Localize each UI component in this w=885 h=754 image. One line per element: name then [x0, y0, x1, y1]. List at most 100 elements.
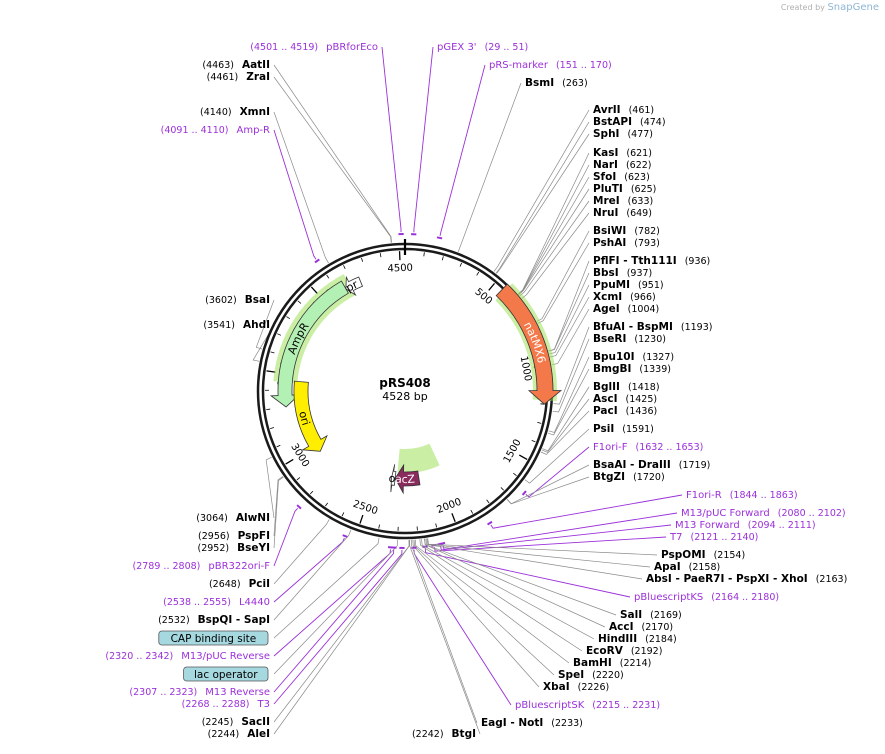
major-tick: [285, 458, 294, 465]
site-enzyme-apai[interactable]: ApaI(2158): [654, 561, 720, 573]
leader-line: [457, 82, 522, 252]
site-label: (2268 .. 2288)T3: [182, 699, 270, 710]
minor-tick: [423, 252, 425, 257]
site-enzyme-pflfi-tth111i[interactable]: PflFI - Tth111I(936): [593, 255, 710, 267]
site-enzyme-psii[interactable]: PsiI(1591): [593, 423, 654, 435]
site-enzyme-bsaai-draiii[interactable]: BsaAI - DraIII(1719): [593, 459, 710, 471]
feature-arrow-ori[interactable]: [293, 380, 328, 452]
site-primer-l4440[interactable]: (2538 .. 2555)L4440: [163, 597, 270, 608]
leader-line: [519, 200, 590, 297]
site-enzyme-bsmi[interactable]: BsmI(263): [525, 77, 588, 89]
site-enzyme-avrii[interactable]: AvrII(461): [593, 104, 654, 116]
site-enzyme-bpu10i[interactable]: Bpu10I(1327): [593, 351, 674, 363]
site-primer-prs-marker[interactable]: pRS-marker(151 .. 170): [489, 60, 612, 71]
feature-lac-promoter[interactable]: lac promoter: [0, 0, 398, 493]
site-enzyme-acci[interactable]: AccI(2170): [609, 621, 673, 633]
site-enzyme-sfoi[interactable]: SfoI(623): [593, 171, 650, 183]
site-enzyme-sali[interactable]: SalI(2169): [620, 609, 682, 621]
feature-arrow-ampr[interactable]: [269, 280, 349, 408]
site-enzyme-xcmi[interactable]: XcmI(966): [593, 291, 656, 303]
site-enzyme-bsai[interactable]: (3602)BsaI: [205, 294, 270, 306]
site-primer-pbrforeco[interactable]: (4501 .. 4519)pBRforEco: [250, 42, 378, 53]
site-enzyme-bglii[interactable]: BglII(1418): [593, 381, 660, 393]
site-position: (3541): [203, 320, 235, 331]
site-tag-lac-operator[interactable]: lac operator: [183, 666, 269, 682]
site-primer-pgex-3[interactable]: pGEX 3'(29 .. 51): [437, 42, 528, 53]
site-enzyme-eagi-noti[interactable]: EagI - NotI(2233): [481, 717, 583, 729]
site-enzyme-kasi[interactable]: KasI(621): [593, 147, 652, 159]
site-enzyme-ppumi[interactable]: PpuMI(951): [593, 279, 664, 291]
leader-line: [273, 549, 395, 693]
site-enzyme-bstapi[interactable]: BstAPI(474): [593, 116, 666, 128]
site-position: (1339): [639, 364, 671, 375]
site-enzyme-agei[interactable]: AgeI(1004): [593, 303, 659, 315]
site-enzyme-bbsi[interactable]: BbsI(937): [593, 267, 652, 279]
site-enzyme-ecorv[interactable]: EcoRV(2192): [586, 645, 662, 657]
site-enzyme-absi-paer7i-pspxi-xhoi[interactable]: AbsI - PaeR7I - PspXI - XhoI(2163): [646, 573, 847, 585]
feature-arrow-lacz[interactable]: [394, 463, 421, 495]
leader-line: [517, 164, 590, 295]
site-enzyme-bseyi[interactable]: (2952)BseYI: [198, 542, 270, 554]
site-enzyme-paci[interactable]: PacI(1436): [593, 405, 657, 417]
site-name: EcoRV: [586, 645, 624, 657]
site-primer-pbluescriptsk[interactable]: pBluescriptSK(2215 .. 2231): [515, 700, 660, 711]
site-position: (2169): [650, 610, 682, 621]
site-enzyme-xbai[interactable]: XbaI(2226): [543, 681, 609, 693]
site-label: BstAPI(474): [593, 116, 666, 128]
site-primer-pbluescriptks[interactable]: pBluescriptKS(2164 .. 2180): [634, 592, 779, 603]
site-primer-f1ori-r[interactable]: F1ori-R(1844 .. 1863): [686, 490, 798, 501]
site-enzyme-xmni[interactable]: (4140)XmnI: [200, 106, 270, 118]
site-enzyme-pspfi[interactable]: (2956)PspFI: [198, 530, 270, 542]
minor-tick: [531, 440, 536, 443]
site-enzyme-asci[interactable]: AscI(1425): [593, 393, 657, 405]
site-enzyme-zrai[interactable]: (4461)ZraI: [207, 71, 270, 83]
feature-ori[interactable]: ori: [293, 380, 328, 452]
tag-box: [158, 630, 269, 646]
site-primer-t7[interactable]: T7(2121 .. 2140): [669, 532, 758, 543]
site-enzyme-mrei[interactable]: MreI(633): [593, 195, 653, 207]
site-enzyme-hindiii[interactable]: HindIII(2184): [598, 633, 677, 645]
site-primer-f1ori-f[interactable]: F1ori-F(1632 .. 1653): [593, 442, 703, 453]
site-enzyme-btgzi[interactable]: BtgZI(1720): [593, 471, 665, 483]
feature-arrow-natmx6[interactable]: [495, 283, 563, 405]
site-primer-m13-forward[interactable]: M13 Forward(2094 .. 2111): [675, 520, 816, 531]
site-enzyme-bsiwi[interactable]: BsiWI(782): [593, 225, 660, 237]
feature-arrow-ampr-promoter[interactable]: [345, 275, 364, 297]
site-primer-m13-puc-reverse[interactable]: (2320 .. 2342)M13/pUC Reverse: [105, 651, 270, 662]
site-enzyme-bseri[interactable]: BseRI(1230): [593, 333, 666, 345]
site-name: BspQI - SapI: [198, 614, 270, 626]
site-enzyme-alwni[interactable]: (3064)AlwNI: [196, 512, 270, 524]
site-enzyme-bfuai-bspmi[interactable]: BfuAI - BspMI(1193): [593, 321, 712, 333]
feature-label-ori: ori: [296, 410, 312, 427]
feature-arrow-lac-promoter[interactable]: [390, 464, 397, 493]
site-enzyme-spei[interactable]: SpeI(2220): [558, 669, 624, 681]
site-enzyme-pspomi[interactable]: PspOMI(2154): [661, 549, 745, 561]
site-name: BtgZI: [593, 471, 625, 483]
site-enzyme-bamhi[interactable]: BamHI(2214): [573, 657, 651, 669]
site-enzyme-alei[interactable]: (2244)AleI: [208, 728, 270, 740]
site-primer-m13-reverse[interactable]: (2307 .. 2323)M13 Reverse: [129, 687, 270, 698]
site-primer-t3[interactable]: (2268 .. 2288)T3: [182, 699, 270, 710]
site-enzyme-pshai[interactable]: PshAI(793): [593, 237, 660, 249]
site-position: (1719): [679, 460, 711, 471]
site-enzyme-bmgbi[interactable]: BmgBI(1339): [593, 363, 671, 375]
site-tag-cap-binding-site[interactable]: CAP binding site: [158, 630, 269, 646]
site-enzyme-ahdi[interactable]: (3541)AhdI: [203, 319, 270, 331]
site-enzyme-aatii[interactable]: (4463)AatII: [202, 59, 270, 71]
site-primer-amp-r[interactable]: (4091 .. 4110)Amp-R: [161, 125, 270, 136]
site-enzyme-btgi[interactable]: (2242)BtgI: [412, 728, 476, 740]
minor-tick: [309, 490, 314, 495]
site-label: (2956)PspFI: [198, 530, 270, 542]
tick-label: 1000: [518, 355, 533, 382]
site-enzyme-sphi[interactable]: SphI(477): [593, 128, 653, 140]
site-primer-pbr322ori-f[interactable]: (2789 .. 2808)pBR322ori-F: [133, 561, 271, 572]
site-primer-m13-puc-forward[interactable]: M13/pUC Forward(2080 .. 2102): [681, 508, 846, 519]
site-enzyme-nrui[interactable]: NruI(649): [593, 207, 652, 219]
site-label: PflFI - Tth111I(936): [593, 255, 710, 267]
site-enzyme-pluti[interactable]: PluTI(625): [593, 183, 656, 195]
site-enzyme-nari[interactable]: NarI(622): [593, 159, 652, 171]
site-enzyme-sacii[interactable]: (2245)SacII: [202, 716, 270, 728]
site-position: (2220): [592, 670, 624, 681]
site-enzyme-pcii[interactable]: (2648)PciI: [209, 578, 270, 590]
site-enzyme-bspqi-sapi[interactable]: (2532)BspQI - SapI: [158, 614, 270, 626]
